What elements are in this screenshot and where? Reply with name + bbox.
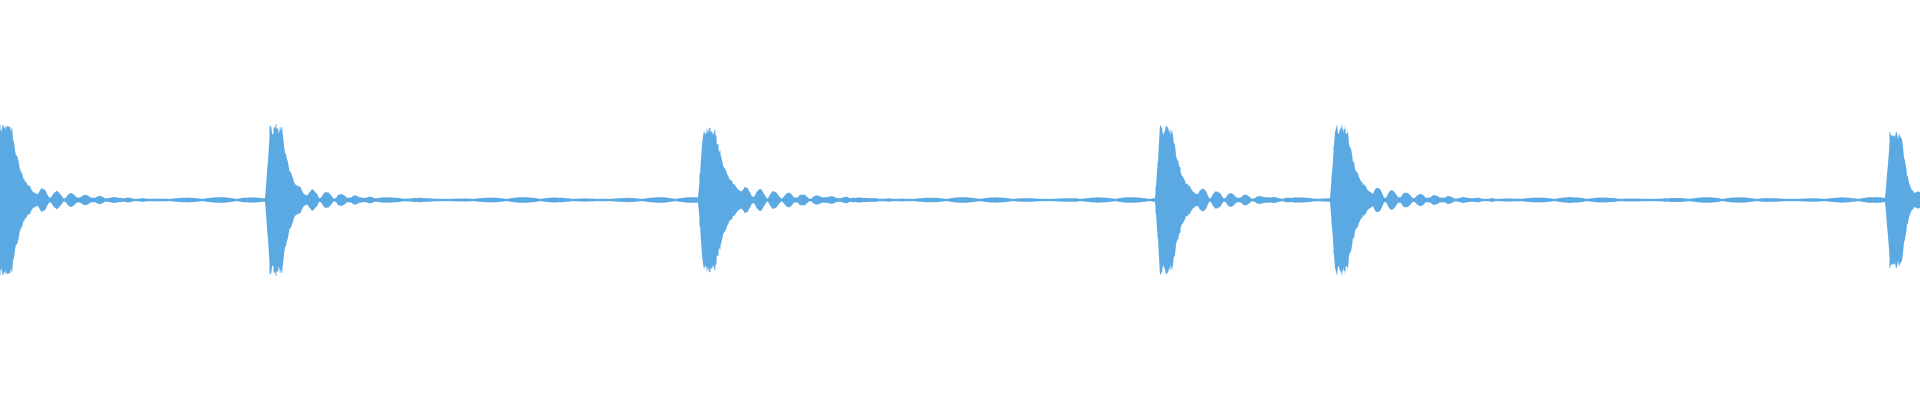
- waveform-detail: [0, 124, 1911, 276]
- waveform-envelope: [0, 124, 1920, 276]
